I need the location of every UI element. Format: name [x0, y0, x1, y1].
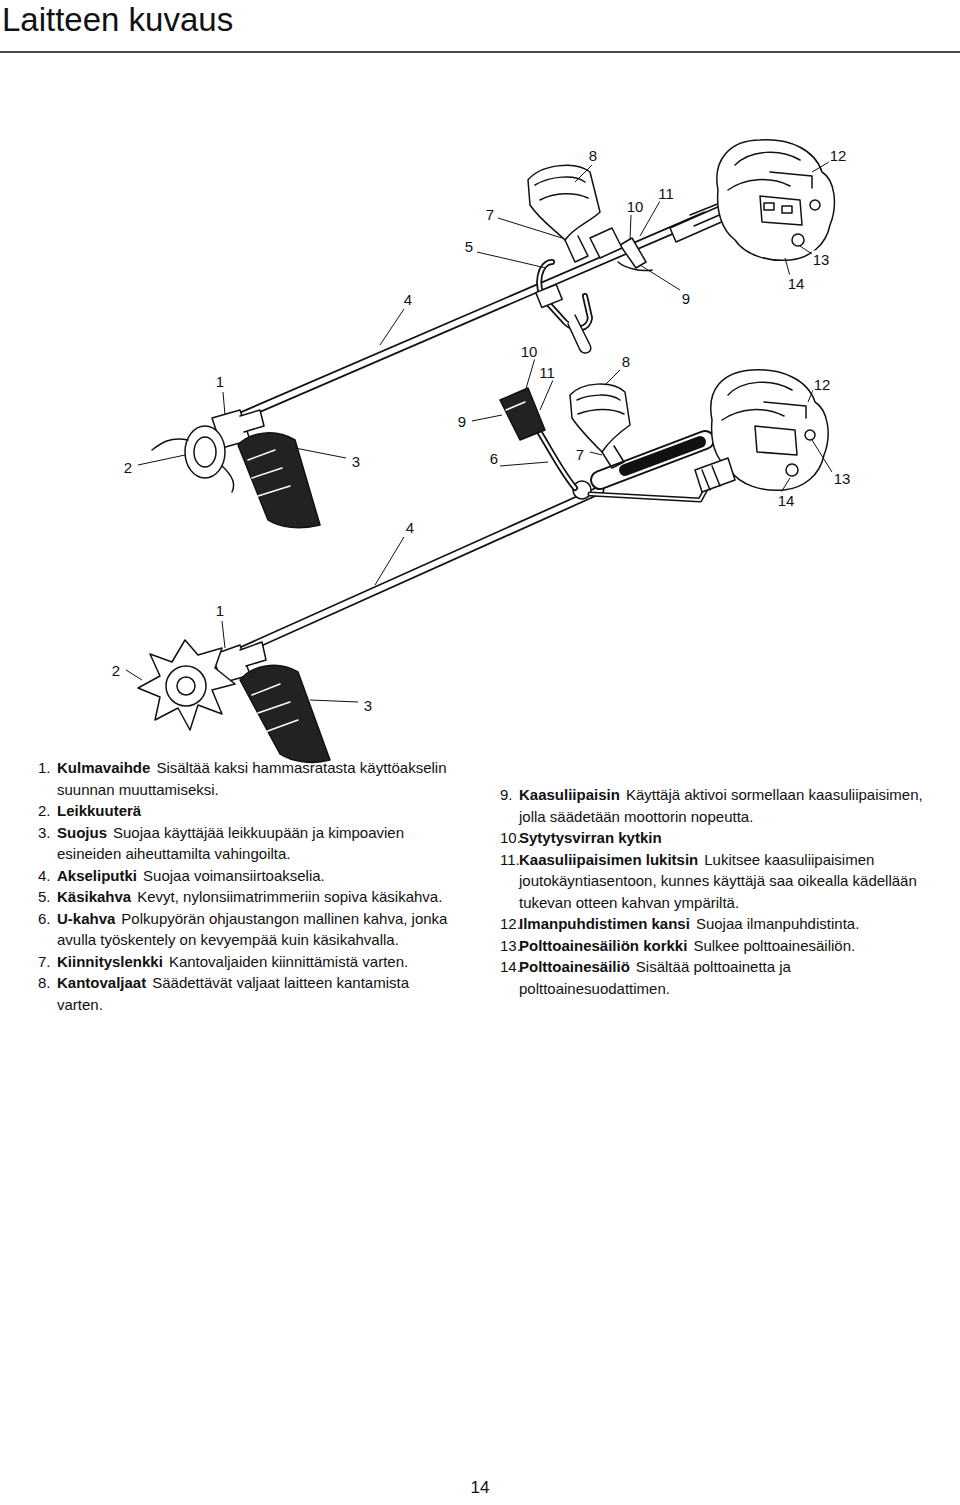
part-name: Sytytysvirran kytkin	[519, 829, 662, 846]
item-number: 11.	[500, 849, 520, 871]
item-number: 4.	[38, 865, 51, 887]
part-name: Kantovaljaat	[57, 974, 146, 991]
part-description: Suojaa voimansiirtoakselia.	[143, 867, 325, 884]
callout-number: 1	[215, 373, 225, 390]
item-number: 5.	[38, 886, 51, 908]
part-description: Suojaa ilmanpuhdistinta.	[696, 915, 859, 932]
part-name: Käsikahva	[57, 888, 131, 905]
description-item: 9.KaasuliipaisinKäyttäjä aktivoi sormell…	[500, 784, 940, 827]
item-number: 9.	[500, 784, 513, 806]
description-column: 9.KaasuliipaisinKäyttäjä aktivoi sormell…	[500, 784, 940, 999]
callout-number: 5	[464, 238, 474, 255]
callout-number: 8	[621, 353, 631, 370]
part-name: Leikkuuterä	[57, 802, 141, 819]
description-item: 3. SuojusSuojaa käyttäjää leikkuupään ja …	[38, 822, 458, 865]
description-item: 2. Leikkuuterä	[38, 800, 458, 822]
callout-number: 6	[489, 450, 499, 467]
title-rule	[0, 51, 960, 53]
item-number: 13.	[500, 935, 521, 957]
description-item: 1.KulmavaihdeSisältää kaksi hammasratast…	[38, 757, 458, 800]
description-item: 7. Kiinnityslenkki Kantovaljaiden kiinnitt…	[38, 951, 458, 973]
callout-number: 3	[363, 697, 373, 714]
part-name: Kulmavaihde	[57, 759, 150, 776]
callout-number: 8	[588, 147, 598, 164]
callout-number: 13	[833, 470, 852, 487]
part-name: Polttoainesäiliön korkki	[519, 937, 687, 954]
item-number: 2.	[38, 800, 51, 822]
item-number: 1.	[38, 757, 51, 779]
page-title: Laitteen kuvaus	[2, 0, 233, 40]
callout-number: 10	[520, 343, 539, 360]
item-number: 12.	[500, 913, 521, 935]
part-description: Kevyt, nylonsiimatrimmeriin sopiva käsik…	[137, 888, 442, 905]
callout-number: 11	[657, 185, 675, 202]
part-name: Suojus	[57, 824, 107, 841]
description-item: 8.KantovaljaatSäädettävät valjaat laitte…	[38, 972, 458, 1015]
part-name: Akseliputki	[57, 867, 137, 884]
callout-number: 10	[626, 198, 645, 215]
item-number: 10.	[500, 827, 521, 849]
callout-number: 9	[457, 413, 467, 430]
part-description: Kantovaljaiden kiinnittämistä varten.	[169, 953, 408, 970]
description-column: 1.KulmavaihdeSisältää kaksi hammasratast…	[38, 757, 458, 1015]
part-description: Polkupyörän ohjaustangon mallinen kahva,…	[57, 910, 447, 949]
part-description: Sulkee polttoainesäiliön.	[693, 937, 855, 954]
callout-number: 2	[123, 459, 133, 476]
page-number: 14	[471, 1478, 490, 1498]
callout-number: 12	[813, 376, 832, 393]
callout-number: 4	[403, 291, 413, 308]
description-item: 4. Akseliputki Suojaa voimansiirtoakselia.	[38, 865, 458, 887]
callout-number: 11	[538, 364, 556, 381]
item-number: 8.	[38, 972, 51, 994]
part-name: Kiinnityslenkki	[57, 953, 163, 970]
part-name: Kaasuliipaisimen lukitsin	[519, 851, 698, 868]
callout-number: 2	[111, 662, 121, 679]
callout-number: 9	[681, 290, 691, 307]
callout-number: 1	[215, 602, 225, 619]
description-item: 14.PolttoainesäiliöSisältää polttoainett…	[500, 956, 940, 999]
item-number: 7.	[38, 951, 51, 973]
description-item: 6. U-kahvaPolkupyörän ohjaustangon mallin…	[38, 908, 458, 951]
callout-number: 14	[777, 492, 796, 509]
callout-number: 12	[829, 147, 848, 164]
part-name: Kaasuliipaisin	[519, 786, 620, 803]
item-number: 6.	[38, 908, 51, 930]
callout-number: 7	[485, 206, 495, 223]
callout-number: 13	[812, 251, 831, 268]
item-number: 14.	[500, 956, 521, 978]
leader-lines	[126, 162, 832, 702]
item-number: 3.	[38, 822, 51, 844]
description-item: 5. Käsikahva Kevyt, nylonsiimatrimmeriin s…	[38, 886, 458, 908]
description-item: 10.Sytytysvirran kytkin	[500, 827, 940, 849]
part-name: U-kahva	[57, 910, 115, 927]
callout-number: 4	[405, 519, 415, 536]
description-item: 13.Polttoainesäiliön korkki Sulkee poltto…	[500, 935, 940, 957]
description-item: 12.Ilmanpuhdistimen kansi Suojaa ilmanpuh…	[500, 913, 940, 935]
description-item: 11.Kaasuliipaisimen lukitsinLukitsee kaa…	[500, 849, 940, 914]
callout-number: 7	[575, 446, 585, 463]
part-description: Suojaa käyttäjää leikkuupään ja kimpoavi…	[57, 824, 404, 863]
callout-number: 14	[787, 275, 806, 292]
callout-number: 3	[351, 453, 361, 470]
part-name: Ilmanpuhdistimen kansi	[519, 915, 690, 932]
part-name: Polttoainesäiliö	[519, 958, 630, 975]
